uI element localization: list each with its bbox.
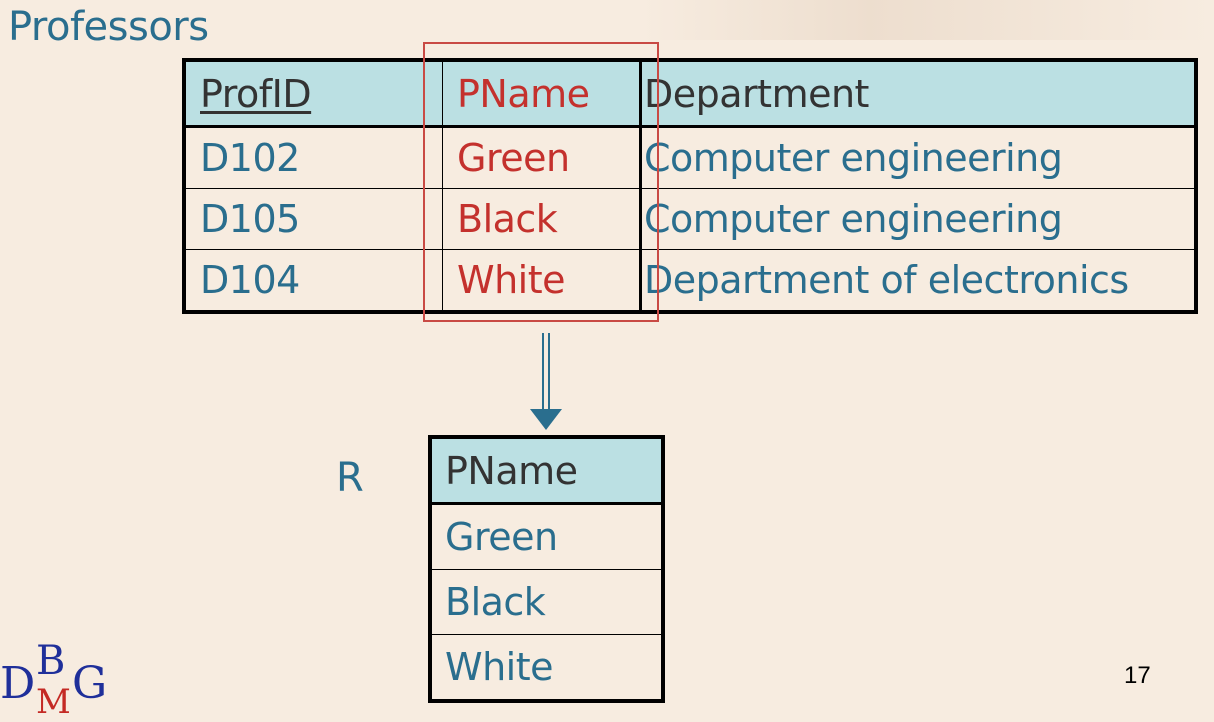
cell-pname: Green [442, 126, 642, 189]
cell-profid: D105 [183, 188, 443, 250]
cell-pname: White [442, 249, 642, 313]
column-header-department: Department [640, 59, 1197, 128]
table-header-row: ProfID PName Department [183, 59, 1197, 128]
table-row: Green [429, 503, 664, 570]
cell-pname: Green [429, 503, 664, 570]
cell-profid: D102 [183, 126, 443, 189]
page-title: Professors [8, 4, 209, 50]
result-label: R [336, 455, 364, 501]
column-header-pname: PName [429, 436, 664, 505]
background-decoration [640, 0, 1214, 40]
logo-letter-m: M [36, 682, 71, 722]
table-row: White [429, 634, 664, 702]
cell-department: Computer engineering [640, 126, 1197, 189]
column-header-pname: PName [442, 59, 642, 128]
result-table: PName Green Black White [428, 435, 665, 703]
column-header-profid: ProfID [183, 59, 443, 128]
cell-pname: Black [429, 569, 664, 635]
cell-department: Computer engineering [640, 188, 1197, 250]
table-row: D105 Black Computer engineering [183, 188, 1197, 250]
table-row: D104 White Department of electronics [183, 249, 1197, 313]
table-row: D102 Green Computer engineering [183, 126, 1197, 189]
table-header-row: PName [429, 436, 664, 505]
down-arrow-icon [530, 333, 562, 430]
cell-pname: White [429, 634, 664, 702]
cell-profid: D104 [183, 249, 443, 313]
dbmg-logo: D B M G [0, 638, 120, 722]
professors-table: ProfID PName Department D102 Green Compu… [182, 58, 1198, 314]
table-row: Black [429, 569, 664, 635]
logo-letter-g: G [72, 658, 108, 709]
page-number: 17 [1124, 662, 1151, 689]
logo-letter-d: D [0, 658, 36, 709]
logo-letter-b: B [36, 638, 66, 684]
cell-pname: Black [442, 188, 642, 250]
cell-department: Department of electronics [640, 249, 1197, 313]
